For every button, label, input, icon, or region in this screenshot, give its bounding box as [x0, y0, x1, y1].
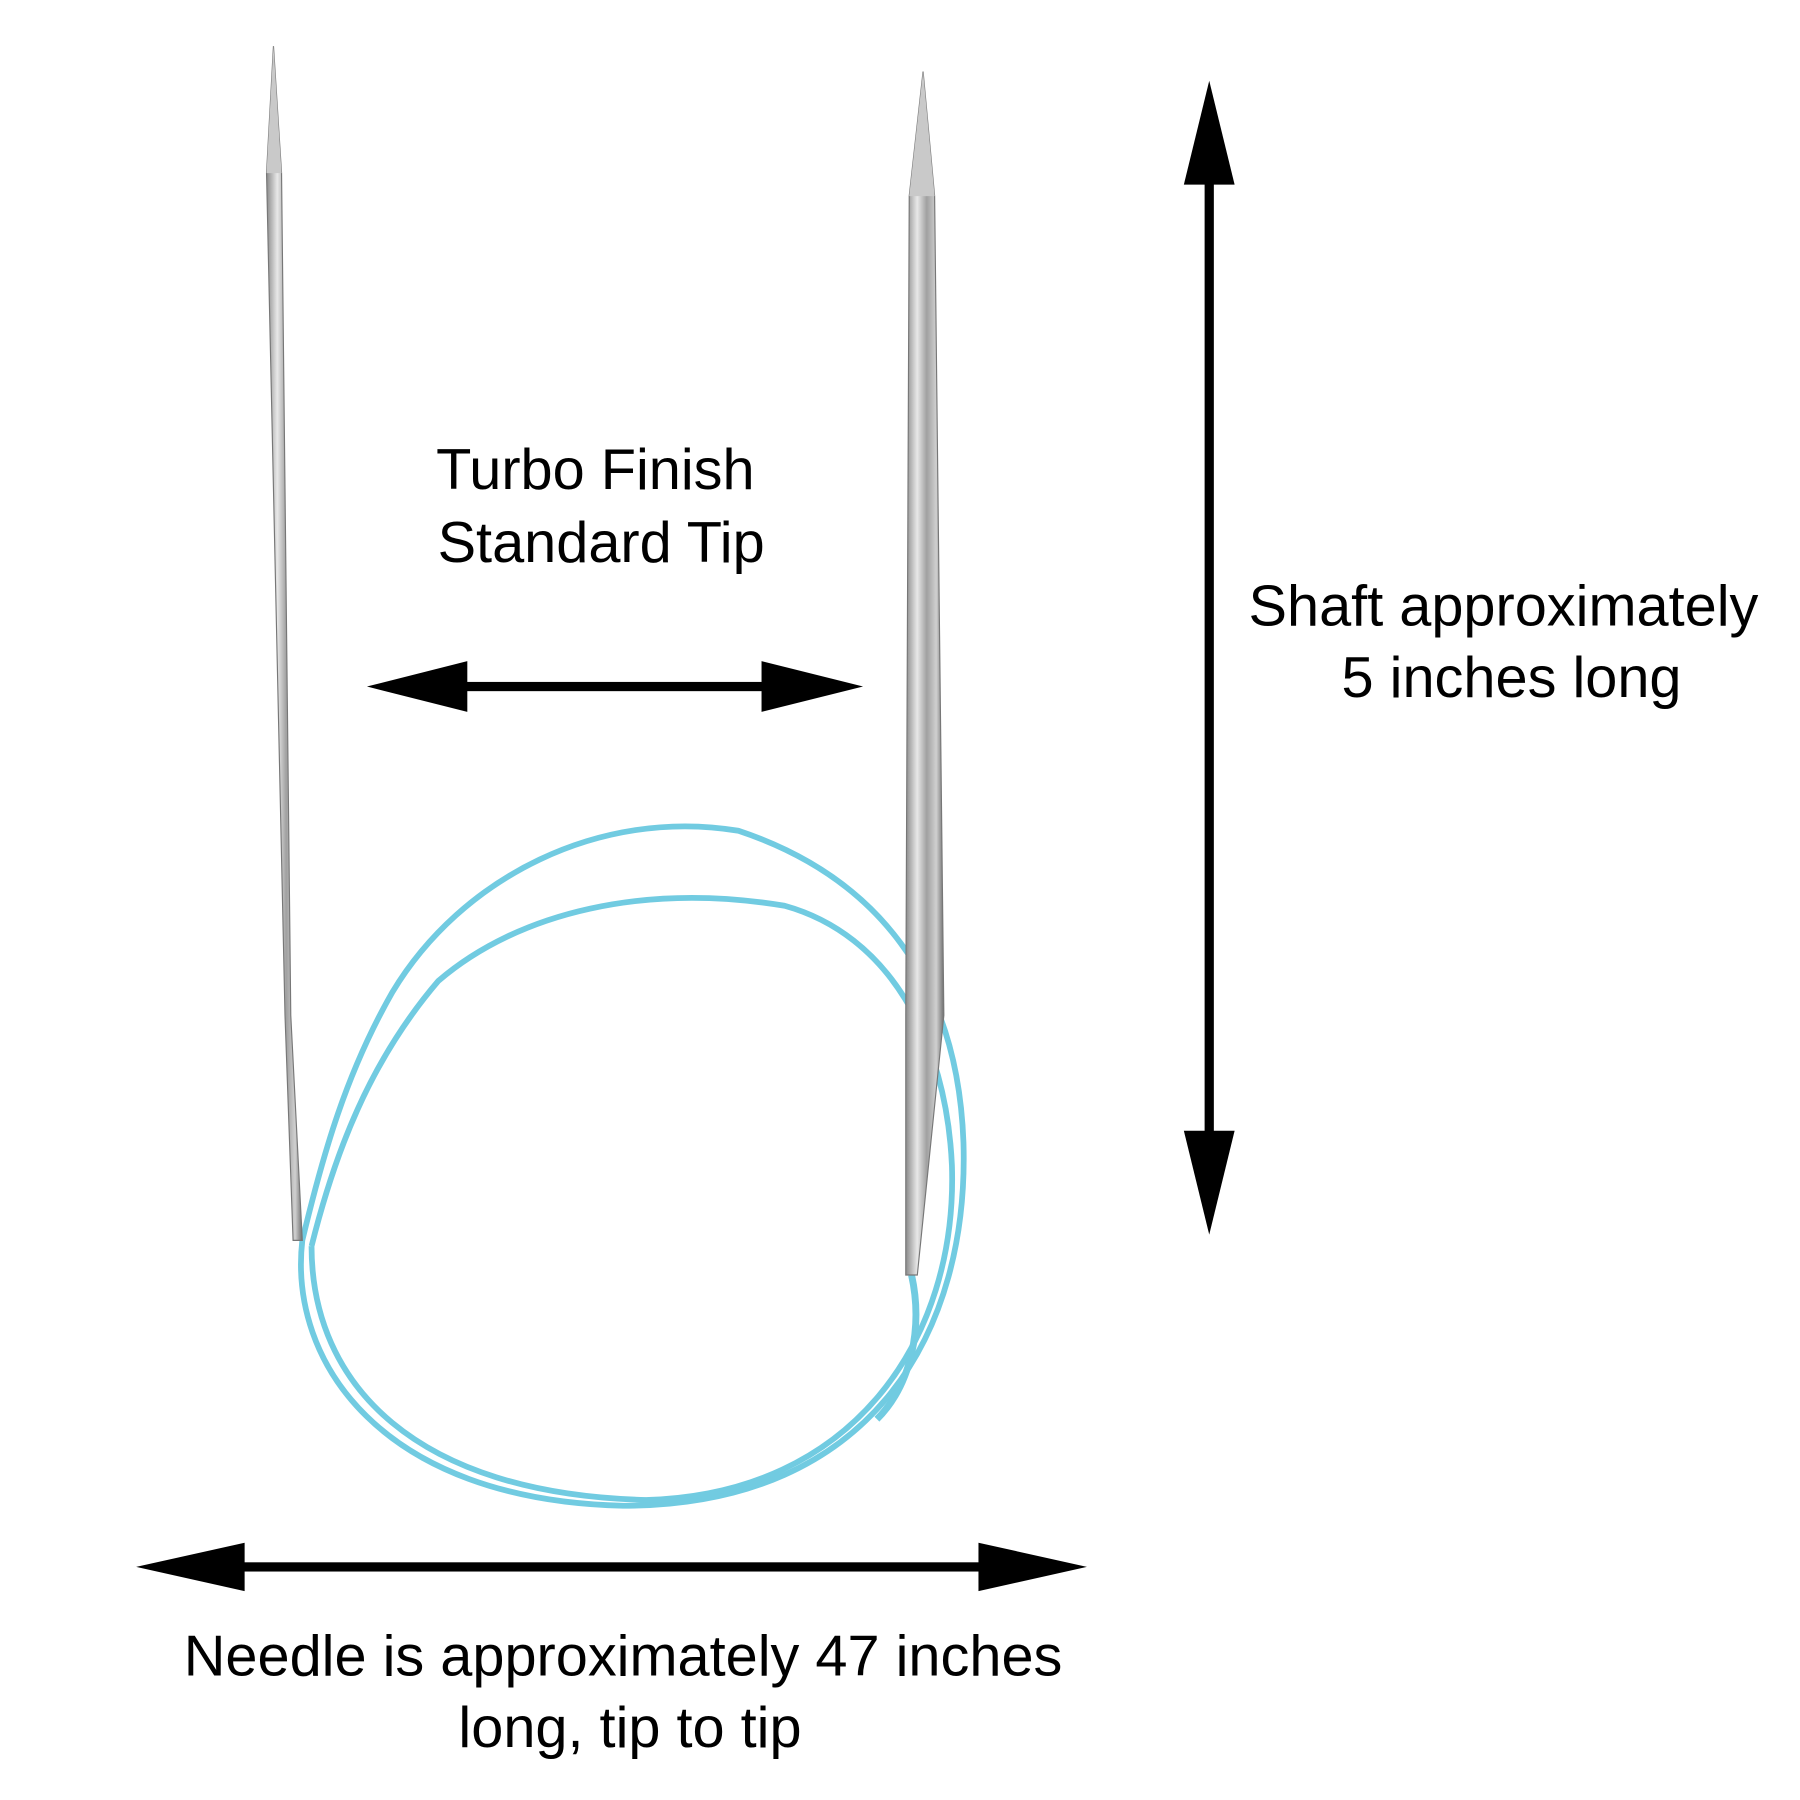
shaft-label-line1: Shaft approximately — [1249, 574, 1759, 638]
right-needle — [905, 71, 945, 1276]
tip-label-line1: Turbo Finish — [436, 438, 754, 502]
left-needle — [265, 46, 303, 1241]
blue-cable — [298, 823, 967, 1509]
total-length-arrow — [136, 1542, 1087, 1592]
length-label-line1: Needle is approximately 47 inches — [184, 1624, 1063, 1688]
tip-width-arrow — [366, 661, 864, 712]
shaft-length-arrow — [1183, 80, 1235, 1235]
tip-label-line2: Standard Tip — [438, 511, 765, 575]
shaft-label-line2: 5 inches long — [1342, 646, 1682, 710]
length-label-line2: long, tip to tip — [458, 1696, 801, 1760]
